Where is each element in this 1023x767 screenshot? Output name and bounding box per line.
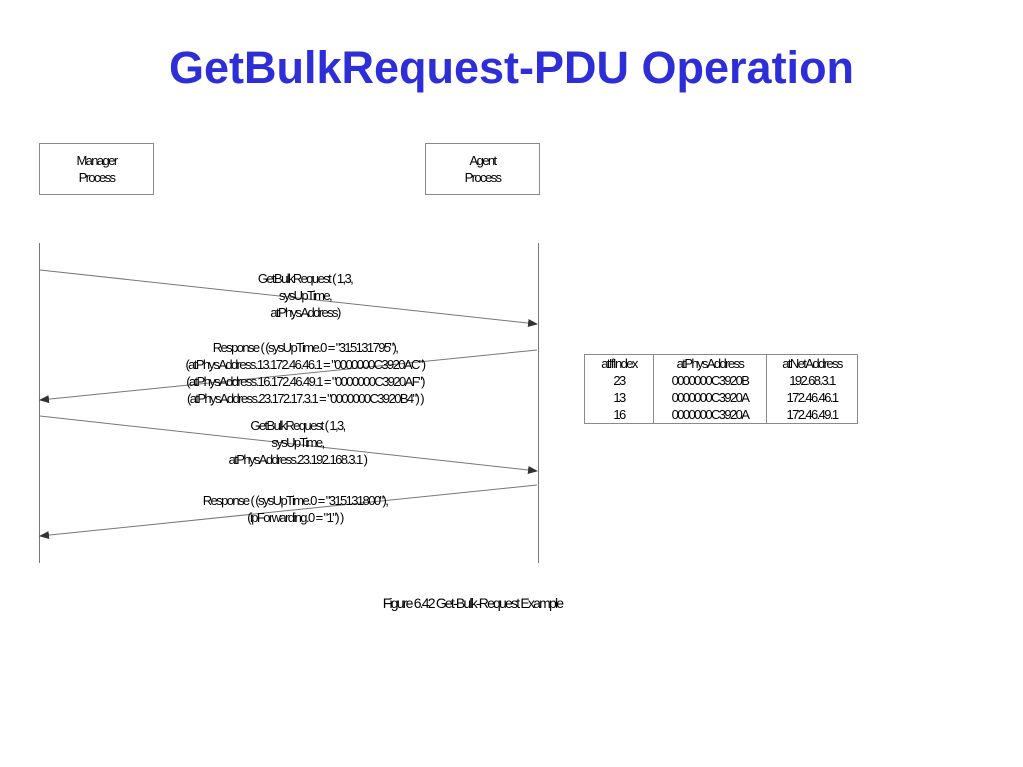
response-1: Response ( (sysUpTime.0 = "315131795"), …: [110, 339, 500, 407]
table-row: 13 0000000C3920A 172.46.46.1: [584, 389, 858, 406]
table-cell: 172.46.49.1: [766, 406, 858, 424]
message-line: atPhysAddress): [270, 305, 341, 320]
request-arrow-1: [39, 269, 538, 328]
table-header-row: atIfIndex atPhysAddress atNetAddress: [584, 354, 858, 372]
column-header: atIfIndex: [584, 354, 654, 372]
response-arrow-2: [39, 484, 538, 540]
address-translation-table: atIfIndex atPhysAddress atNetAddress 23 …: [584, 354, 858, 424]
table-cell: 0000000C3920B: [653, 372, 767, 389]
get-bulk-request-1: GetBulkRequest ( 1,3, sysUpTime, atPhysA…: [190, 270, 420, 321]
figure-caption: Figure 6.42 Get-Bulk-Request Example: [382, 595, 564, 611]
response-2: Response ( (sysUpTime.0 = "315131800"), …: [150, 492, 440, 526]
table-cell: 13: [584, 389, 654, 406]
manager-label-line1: Manager: [76, 153, 118, 168]
message-line: GetBulkRequest ( 1,3,: [250, 418, 346, 433]
column-header: atPhysAddress: [653, 354, 767, 372]
message-line: atPhysAddress.23.192.168.3.1 ): [228, 452, 368, 467]
agent-lifeline: [538, 243, 539, 563]
manager-process-box: Manager Process: [39, 143, 154, 195]
table-cell: 172.46.46.1: [766, 389, 858, 406]
response-arrow-1: [39, 349, 538, 404]
message-line: (atPhysAddress.16.172.46.49.1 = "0000000…: [186, 374, 425, 389]
message-line: GetBulkRequest ( 1,3,: [257, 271, 354, 286]
table-cell: 0000000C3920A: [653, 389, 767, 406]
page-title: GetBulkRequest-PDU Operation: [168, 42, 855, 93]
column-header: atNetAddress: [766, 354, 858, 372]
agent-process-box: Agent Process: [425, 143, 540, 195]
get-bulk-request-2: GetBulkRequest ( 1,3, sysUpTime, atPhysA…: [170, 417, 425, 468]
message-line: (atPhysAddress.13.172.46.46.1 = "0000000…: [185, 357, 426, 372]
message-line: sysUpTime,: [271, 435, 325, 450]
message-line: (atPhysAddress.23.172.17.3.1 = "0000000C…: [186, 391, 425, 406]
manager-label-line2: Process: [78, 170, 116, 185]
table-cell: 16: [584, 406, 654, 424]
message-line: Response ( (sysUpTime.0 = "315131795"),: [212, 340, 399, 355]
table-cell: 0000000C3920A: [653, 406, 767, 424]
table-row: 23 0000000C3920B 192.68.3.1: [584, 372, 858, 389]
request-arrow-2: [39, 415, 538, 474]
message-line: sysUpTime,: [278, 288, 333, 303]
message-line: Response ( (sysUpTime.0 = "315131800"),: [202, 493, 389, 508]
message-line: (ipForwarding.0 = "1") ): [247, 510, 344, 525]
table-row: 16 0000000C3920A 172.46.49.1: [584, 406, 858, 424]
table-cell: 192.68.3.1: [766, 372, 858, 389]
agent-label-line2: Process: [464, 170, 502, 185]
agent-label-line1: Agent: [469, 153, 498, 168]
table-cell: 23: [584, 372, 654, 389]
